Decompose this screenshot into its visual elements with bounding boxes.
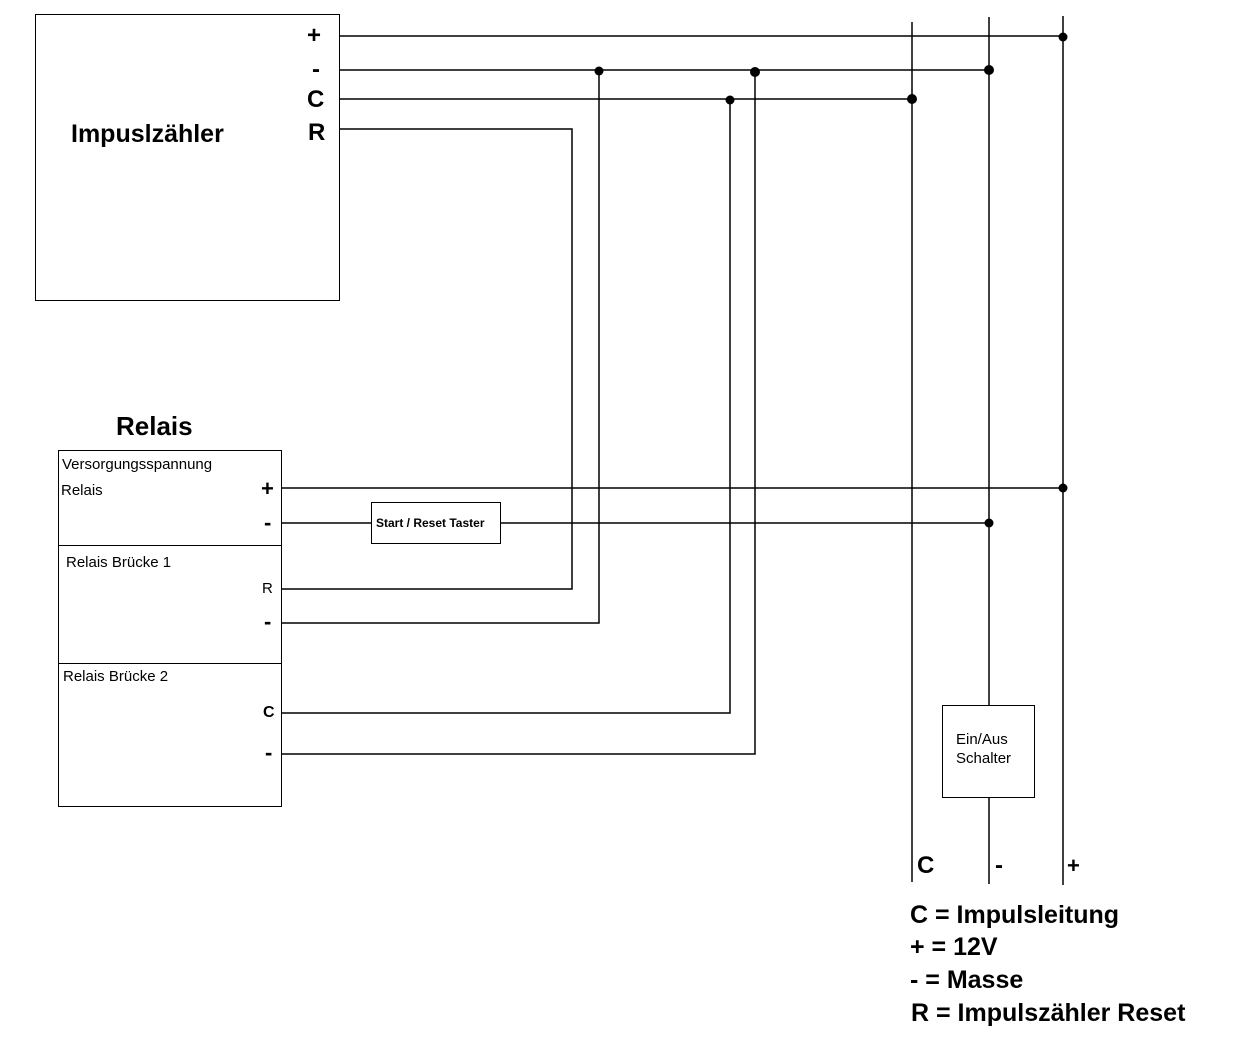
wire-r xyxy=(282,128,573,590)
relais-supply-terminal-plus: + xyxy=(261,476,274,501)
junction-dot xyxy=(984,65,994,75)
legend-item-minus: - = Masse xyxy=(910,966,1024,994)
legend-item-plus: + = 12V xyxy=(910,933,998,961)
relais-title: Relais xyxy=(116,411,193,441)
junction-dot xyxy=(594,66,604,76)
relais-divider-2 xyxy=(58,663,282,664)
impulszaehler-terminal-minus: - xyxy=(312,56,320,83)
relais-bridge1-terminal-r: R xyxy=(262,580,273,597)
junction-dot xyxy=(1058,32,1068,42)
impulszaehler-box xyxy=(35,14,340,301)
relais-bridge1-label: Relais Brücke 1 xyxy=(66,554,172,571)
junction-dot xyxy=(750,67,760,77)
legend-item-c: C = Impulsleitung xyxy=(910,901,1120,929)
junction-dot xyxy=(1058,483,1068,493)
wire-bridge2-c xyxy=(282,100,731,714)
bus-label-plus: + xyxy=(1067,853,1080,878)
relais-divider-1 xyxy=(58,545,282,546)
relais-bridge1-terminal-minus: - xyxy=(264,609,272,634)
on-off-switch-box xyxy=(942,705,1035,798)
impulszaehler-terminal-r: R xyxy=(308,119,326,146)
bus-label-c: C xyxy=(917,852,935,879)
legend-item-r: R = Impulszähler Reset xyxy=(911,999,1186,1027)
relais-bridge2-terminal-c: C xyxy=(263,704,275,721)
on-off-switch-label-2: Schalter xyxy=(956,750,1012,767)
relais-supply-label-1: Versorgungsspannung xyxy=(62,456,213,473)
junction-dot xyxy=(907,94,917,104)
impulszaehler-title: Impuslzähler xyxy=(71,120,224,148)
start-reset-button-label: Start / Reset Taster xyxy=(376,516,485,530)
on-off-switch-label-1: Ein/Aus xyxy=(956,731,1008,748)
wire-bridge2-minus xyxy=(282,72,756,755)
impulszaehler-terminal-c: C xyxy=(307,86,325,113)
start-reset-button-box xyxy=(371,502,501,544)
relais-supply-terminal-minus: - xyxy=(264,510,272,535)
junction-dot xyxy=(725,95,735,105)
junction-dot xyxy=(984,518,994,528)
relais-box xyxy=(58,450,282,807)
wire-bridge1-minus xyxy=(282,71,600,624)
relais-bridge2-terminal-minus: - xyxy=(265,740,273,765)
relais-supply-label-2: Relais xyxy=(61,482,103,499)
impulszaehler-terminal-plus: + xyxy=(307,22,322,49)
relais-bridge2-label: Relais Brücke 2 xyxy=(63,668,169,685)
bus-label-minus: - xyxy=(995,852,1003,879)
